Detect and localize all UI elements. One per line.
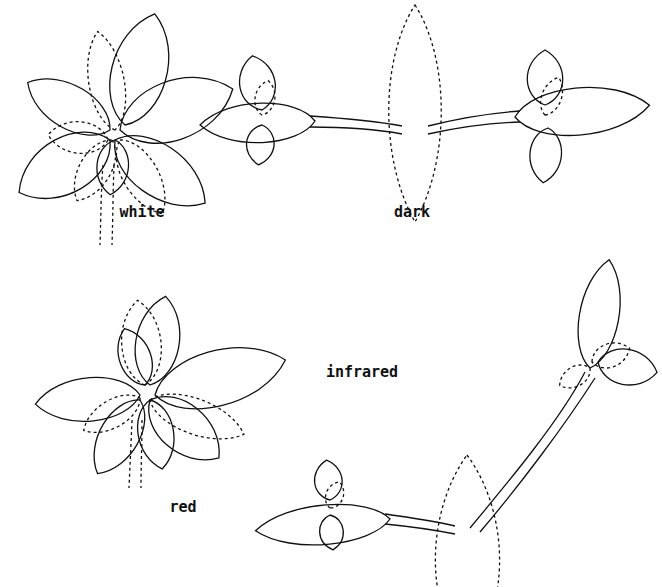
condition-label: infrared [326, 363, 398, 381]
white-seedling [5, 7, 243, 245]
red-seedling [34, 293, 293, 488]
condition-label: red [169, 498, 196, 516]
condition-label: white [119, 203, 164, 221]
infrared-seedling [254, 256, 660, 587]
dark-seedling [199, 5, 651, 222]
condition-label: dark [394, 203, 430, 221]
